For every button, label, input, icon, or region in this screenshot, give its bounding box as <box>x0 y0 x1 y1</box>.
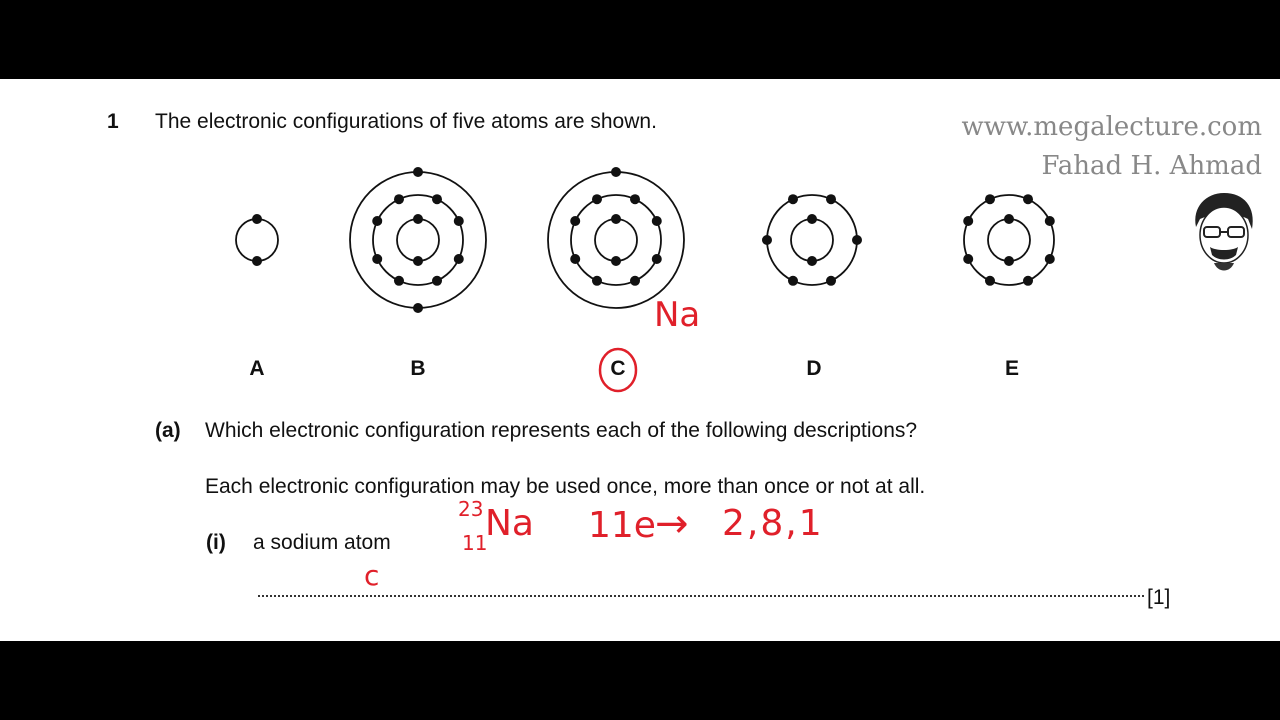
electron-dot <box>630 194 641 205</box>
electron-dot <box>413 303 423 313</box>
answer-line[interactable] <box>258 591 1144 597</box>
electron-dot <box>611 214 621 224</box>
electron-shell <box>570 194 662 286</box>
electron-dot <box>591 275 602 286</box>
electron-dot <box>787 194 798 205</box>
electron-dot <box>591 194 602 205</box>
electron-dot <box>413 167 423 177</box>
electron-dot <box>611 256 621 266</box>
electron-dot <box>570 254 581 265</box>
handwritten-answer: c <box>364 559 380 592</box>
atom-label-d: D <box>806 357 822 380</box>
electron-dot <box>984 275 995 286</box>
electron-shell <box>790 218 834 262</box>
electron-dot <box>762 235 772 245</box>
electron-shell <box>235 218 279 262</box>
electron-dot <box>1004 256 1014 266</box>
electron-shell <box>547 171 685 309</box>
item-i-text: a sodium atom <box>253 531 391 554</box>
author-avatar <box>1195 193 1253 271</box>
electron-dot <box>432 194 443 205</box>
electron-shell <box>766 194 858 286</box>
marks-label: [1] <box>1147 586 1171 609</box>
electron-dot <box>1023 194 1034 205</box>
atom-label-c: C <box>610 357 626 380</box>
atom-label-a: A <box>249 357 265 380</box>
electron-dot <box>570 215 581 226</box>
electron-dot <box>984 194 995 205</box>
electron-dot <box>826 275 837 286</box>
handwritten-arrow: → <box>655 501 689 547</box>
electron-dot <box>413 256 423 266</box>
handwritten-configuration: 2,8,1 <box>722 503 824 544</box>
question-number: 1 <box>107 110 119 133</box>
part-a-question: Which electronic configuration represent… <box>205 419 918 442</box>
electron-dot <box>393 194 404 205</box>
electron-dot <box>1023 275 1034 286</box>
worksheet-page: 1 The electronic configurations of five … <box>0 79 1280 641</box>
electron-dot <box>252 256 262 266</box>
handwritten-symbol: Na <box>485 503 534 544</box>
handwritten-mass-number: 23 <box>458 497 484 521</box>
watermark-author: Fahad H. Ahmad <box>1041 151 1262 181</box>
item-i-label: (i) <box>206 531 226 554</box>
electron-dot <box>453 254 464 265</box>
electron-dot <box>651 215 662 226</box>
electron-dot <box>413 214 423 224</box>
electron-shell <box>963 194 1055 286</box>
electron-dot <box>651 254 662 265</box>
watermark-site: www.megalecture.com <box>961 112 1262 142</box>
electron-dot <box>807 256 817 266</box>
handwritten-electrons: 11e <box>588 505 656 546</box>
atom-diagrams <box>235 167 1055 313</box>
electron-dot <box>1044 215 1055 226</box>
electron-dot <box>1044 254 1055 265</box>
electron-shell <box>372 194 464 286</box>
electron-shell <box>349 171 487 309</box>
electron-dot <box>807 214 817 224</box>
electron-dot <box>787 275 798 286</box>
answer-circle-annotation <box>598 347 638 393</box>
electron-dot <box>611 167 621 177</box>
part-a-label: (a) <box>155 419 181 442</box>
electron-dot <box>453 215 464 226</box>
electron-dot <box>252 214 262 224</box>
electron-dot <box>372 215 383 226</box>
part-a-instruction: Each electronic configuration may be use… <box>205 475 926 498</box>
electron-dot <box>393 275 404 286</box>
electron-dot <box>826 194 837 205</box>
atom-label-b: B <box>410 357 426 380</box>
electron-dot <box>372 254 383 265</box>
electron-dot <box>963 254 974 265</box>
electron-dot <box>852 235 862 245</box>
electron-dot <box>963 215 974 226</box>
electron-shell <box>594 218 638 262</box>
electron-dot <box>432 275 443 286</box>
electron-dot <box>630 275 641 286</box>
handwritten-na-label: Na <box>654 295 701 335</box>
question-stem: The electronic configurations of five at… <box>155 110 657 133</box>
atom-label-e: E <box>1004 357 1020 380</box>
handwritten-atomic-number: 11 <box>462 531 488 555</box>
electron-dot <box>1004 214 1014 224</box>
electron-shell <box>396 218 440 262</box>
electron-shell <box>987 218 1031 262</box>
